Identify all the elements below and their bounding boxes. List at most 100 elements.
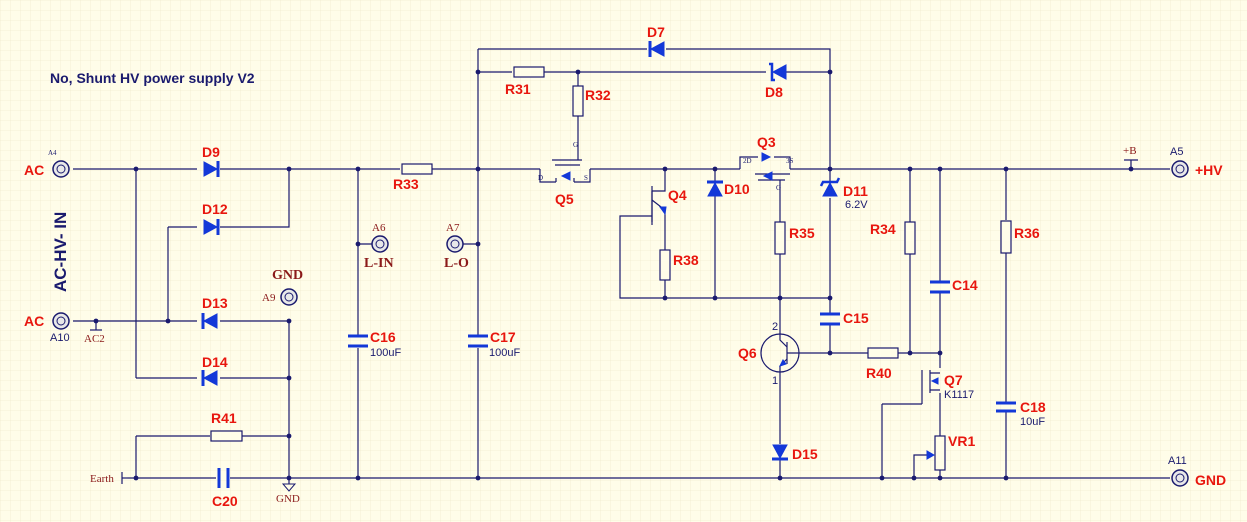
gnd-symbol-label: GND xyxy=(276,493,300,505)
value-d11: 6.2V xyxy=(845,199,868,211)
hv-label: +HV xyxy=(1195,162,1223,178)
label-c17: C17 xyxy=(490,329,516,345)
diode-d9 xyxy=(203,161,220,177)
port-l-o[interactable] xyxy=(446,235,464,253)
diode-d12 xyxy=(203,219,220,235)
transistor-q6 xyxy=(760,333,800,373)
capacitor-c14 xyxy=(930,280,950,294)
mosfet-q3 xyxy=(739,152,791,190)
ac-top-id: A4 xyxy=(48,149,57,157)
label-r31: R31 xyxy=(505,81,531,97)
resistor-r40 xyxy=(867,347,899,359)
pin-q6-2: 2 xyxy=(772,321,778,333)
diode-d7 xyxy=(648,41,665,57)
resistor-r32 xyxy=(572,85,584,117)
label-vr1: VR1 xyxy=(948,433,975,449)
value-c18: 10uF xyxy=(1020,416,1045,428)
label-d12: D12 xyxy=(202,201,228,217)
label-q5: Q5 xyxy=(555,191,574,207)
resistor-r35 xyxy=(774,221,786,255)
label-q3: Q3 xyxy=(757,134,776,150)
plus-b-net-label: +B xyxy=(1123,145,1137,157)
schematic-title: No, Shunt HV power supply V2 xyxy=(50,70,255,86)
pin-q5-g: G xyxy=(573,141,578,149)
l-in-label: L-IN xyxy=(364,256,394,271)
capacitor-c16 xyxy=(348,334,368,348)
label-d9: D9 xyxy=(202,144,220,160)
label-d11: D11 xyxy=(843,183,868,199)
port-l-in[interactable] xyxy=(371,235,389,253)
label-r36: R36 xyxy=(1014,225,1040,241)
resistor-r31 xyxy=(513,66,545,78)
ac2-net-label: AC2 xyxy=(84,333,105,345)
diode-d11 xyxy=(819,177,841,197)
label-q4: Q4 xyxy=(668,187,687,203)
mosfet-q7 xyxy=(921,370,940,404)
label-r35: R35 xyxy=(789,225,815,241)
pin-q6-1: 1 xyxy=(772,375,778,387)
earth-symbol xyxy=(121,472,128,484)
resistor-r41 xyxy=(210,430,243,442)
label-q7: Q7 xyxy=(944,372,963,388)
diode-d8 xyxy=(769,62,787,82)
label-c15: C15 xyxy=(843,310,869,326)
capacitor-c20 xyxy=(217,468,230,488)
label-d15: D15 xyxy=(792,446,818,462)
gnd-out-id: A11 xyxy=(1168,455,1187,467)
port-gnd-out[interactable] xyxy=(1171,469,1189,487)
ac-bottom-id: A10 xyxy=(50,332,70,344)
pin-q3-g: G xyxy=(776,184,781,192)
label-d13: D13 xyxy=(202,295,228,311)
ac-top-label: AC xyxy=(24,162,44,178)
l-o-label: L-O xyxy=(444,256,469,271)
label-c14: C14 xyxy=(952,277,978,293)
pin-q5-s: S xyxy=(584,174,588,182)
diode-d14 xyxy=(201,370,218,386)
input-label: AC-HV- IN xyxy=(51,212,70,292)
label-d10: D10 xyxy=(724,181,750,197)
value-c17: 100uF xyxy=(489,347,520,359)
potentiometer-vr1 xyxy=(926,435,946,471)
mosfet-q5 xyxy=(539,150,591,183)
pin-q3-s: 3S xyxy=(786,157,794,165)
port-ac-bottom[interactable] xyxy=(52,312,70,330)
label-d14: D14 xyxy=(202,354,228,370)
hv-port-id: A5 xyxy=(1170,146,1183,158)
port-ac-top[interactable] xyxy=(52,160,70,178)
port-gnd-a9[interactable] xyxy=(280,288,298,306)
port-hv[interactable] xyxy=(1171,160,1189,178)
value-c16: 100uF xyxy=(370,347,401,359)
label-r40: R40 xyxy=(866,365,892,381)
resistor-r33 xyxy=(401,163,433,175)
gnd-port-id: A9 xyxy=(262,292,276,304)
label-q6: Q6 xyxy=(738,345,757,361)
pin-q5-d: D xyxy=(538,174,543,182)
resistor-r36 xyxy=(1000,220,1012,254)
diode-d10 xyxy=(707,180,723,197)
resistor-r34 xyxy=(904,221,916,255)
l-o-id: A7 xyxy=(446,222,460,234)
label-d8: D8 xyxy=(765,84,783,100)
capacitor-c18 xyxy=(996,401,1016,413)
label-r38: R38 xyxy=(673,252,699,268)
value-q7: K1117 xyxy=(944,389,974,401)
label-r32: R32 xyxy=(585,87,611,103)
label-c18: C18 xyxy=(1020,399,1046,415)
gnd-out-label: GND xyxy=(1195,472,1226,488)
resistor-r38 xyxy=(659,249,671,281)
diode-d13 xyxy=(201,313,218,329)
pin-q3-d: 2D xyxy=(743,157,752,165)
capacitor-c17 xyxy=(468,334,488,348)
transistor-q4 xyxy=(651,186,667,225)
label-r41: R41 xyxy=(211,410,237,426)
label-d7: D7 xyxy=(647,24,665,40)
l-in-id: A6 xyxy=(372,222,386,234)
gnd-port-label: GND xyxy=(272,268,303,283)
label-r33: R33 xyxy=(393,176,419,192)
label-r34: R34 xyxy=(870,221,896,237)
diode-d15 xyxy=(772,444,788,461)
capacitor-c15 xyxy=(820,312,840,326)
ac-bottom-label: AC xyxy=(24,313,44,329)
label-c20: C20 xyxy=(212,493,238,509)
